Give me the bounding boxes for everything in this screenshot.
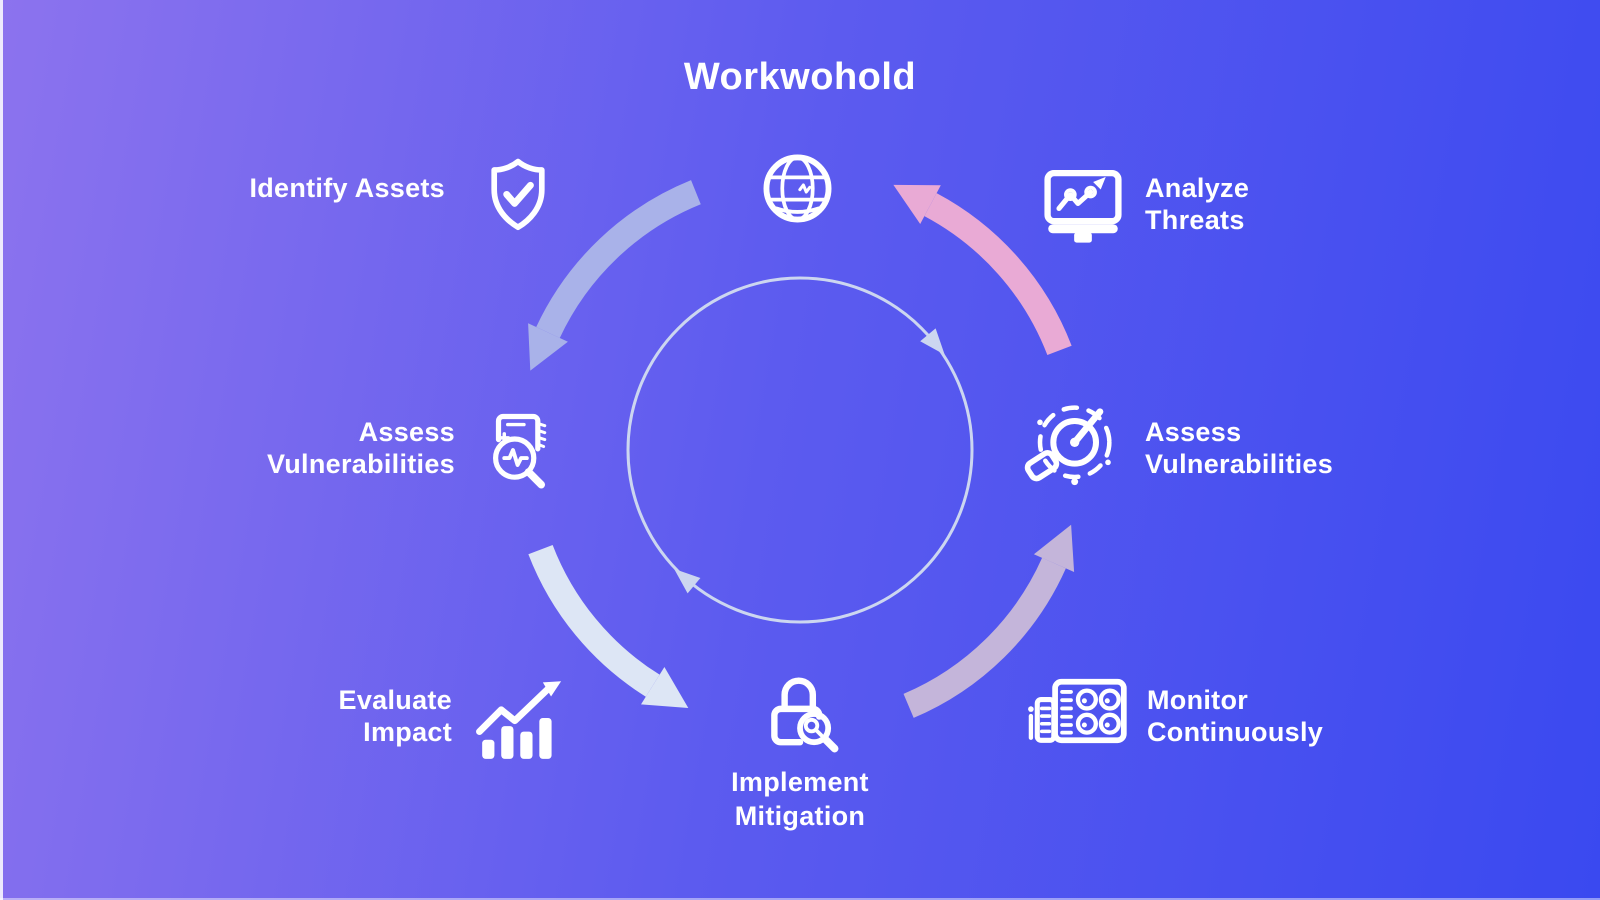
step-implement-mitigation-label: Implement Mitigation [650, 765, 950, 833]
lock-magnifier-icon [771, 677, 839, 753]
arc-bottom-right-arrowhead-icon [1033, 524, 1075, 572]
label-line: Assess [358, 417, 455, 447]
label-line: Vulnerabilities [266, 449, 455, 479]
label-line: Impact [363, 717, 452, 747]
inner-arrowhead-bottom-left-icon [674, 568, 701, 594]
step-analyze-threats-label: Analyze Threats [1145, 172, 1249, 236]
radar-target-icon [1024, 405, 1112, 486]
monitor-chart-icon [1044, 169, 1122, 243]
arc-top-right-arrowhead-icon [893, 184, 941, 224]
arc-bottom-left [528, 544, 660, 697]
arc-top-right [924, 193, 1072, 356]
label-line: Mitigation [734, 801, 866, 831]
label-line: Assess [1145, 417, 1242, 447]
label-line: Implement [731, 767, 869, 797]
step-assess-vulnerabilities-left-label: Assess Vulnerabilities [150, 416, 455, 480]
label-line: Threats [1145, 205, 1245, 235]
diagram-title: Workwohold [683, 56, 917, 98]
label-line: Evaluate [338, 685, 452, 715]
step-assess-vulnerabilities-right-label: Assess Vulnerabilities [1145, 416, 1333, 480]
arc-bottom-right [903, 557, 1066, 718]
shield-check-icon [491, 158, 545, 231]
arc-bottom-left-arrowhead-icon [641, 667, 689, 708]
globe-icon [763, 154, 832, 223]
inner-arrowhead-top-right-icon [920, 328, 945, 355]
dashboard-gauges-icon [1028, 678, 1127, 744]
label-line: Continuously [1147, 717, 1324, 747]
arc-top-left [536, 180, 701, 339]
label-line: Monitor [1147, 685, 1249, 715]
bottom-edge-highlight [0, 898, 1600, 900]
step-monitor-continuously-label: Monitor Continuously [1147, 684, 1323, 748]
bar-chart-arrow-icon [476, 681, 562, 759]
inner-cycle-circle [626, 276, 974, 624]
step-evaluate-impact-label: Evaluate Impact [150, 684, 452, 748]
step-identify-assets-label: Identify Assets [150, 172, 445, 204]
label-line: Identify Assets [249, 173, 445, 203]
label-line: Vulnerabilities [1145, 449, 1334, 479]
label-line: Analyze [1145, 173, 1250, 203]
left-edge-highlight [0, 0, 3, 900]
arc-top-left-arrowhead-icon [528, 323, 568, 371]
document-magnifier-icon [493, 413, 547, 489]
